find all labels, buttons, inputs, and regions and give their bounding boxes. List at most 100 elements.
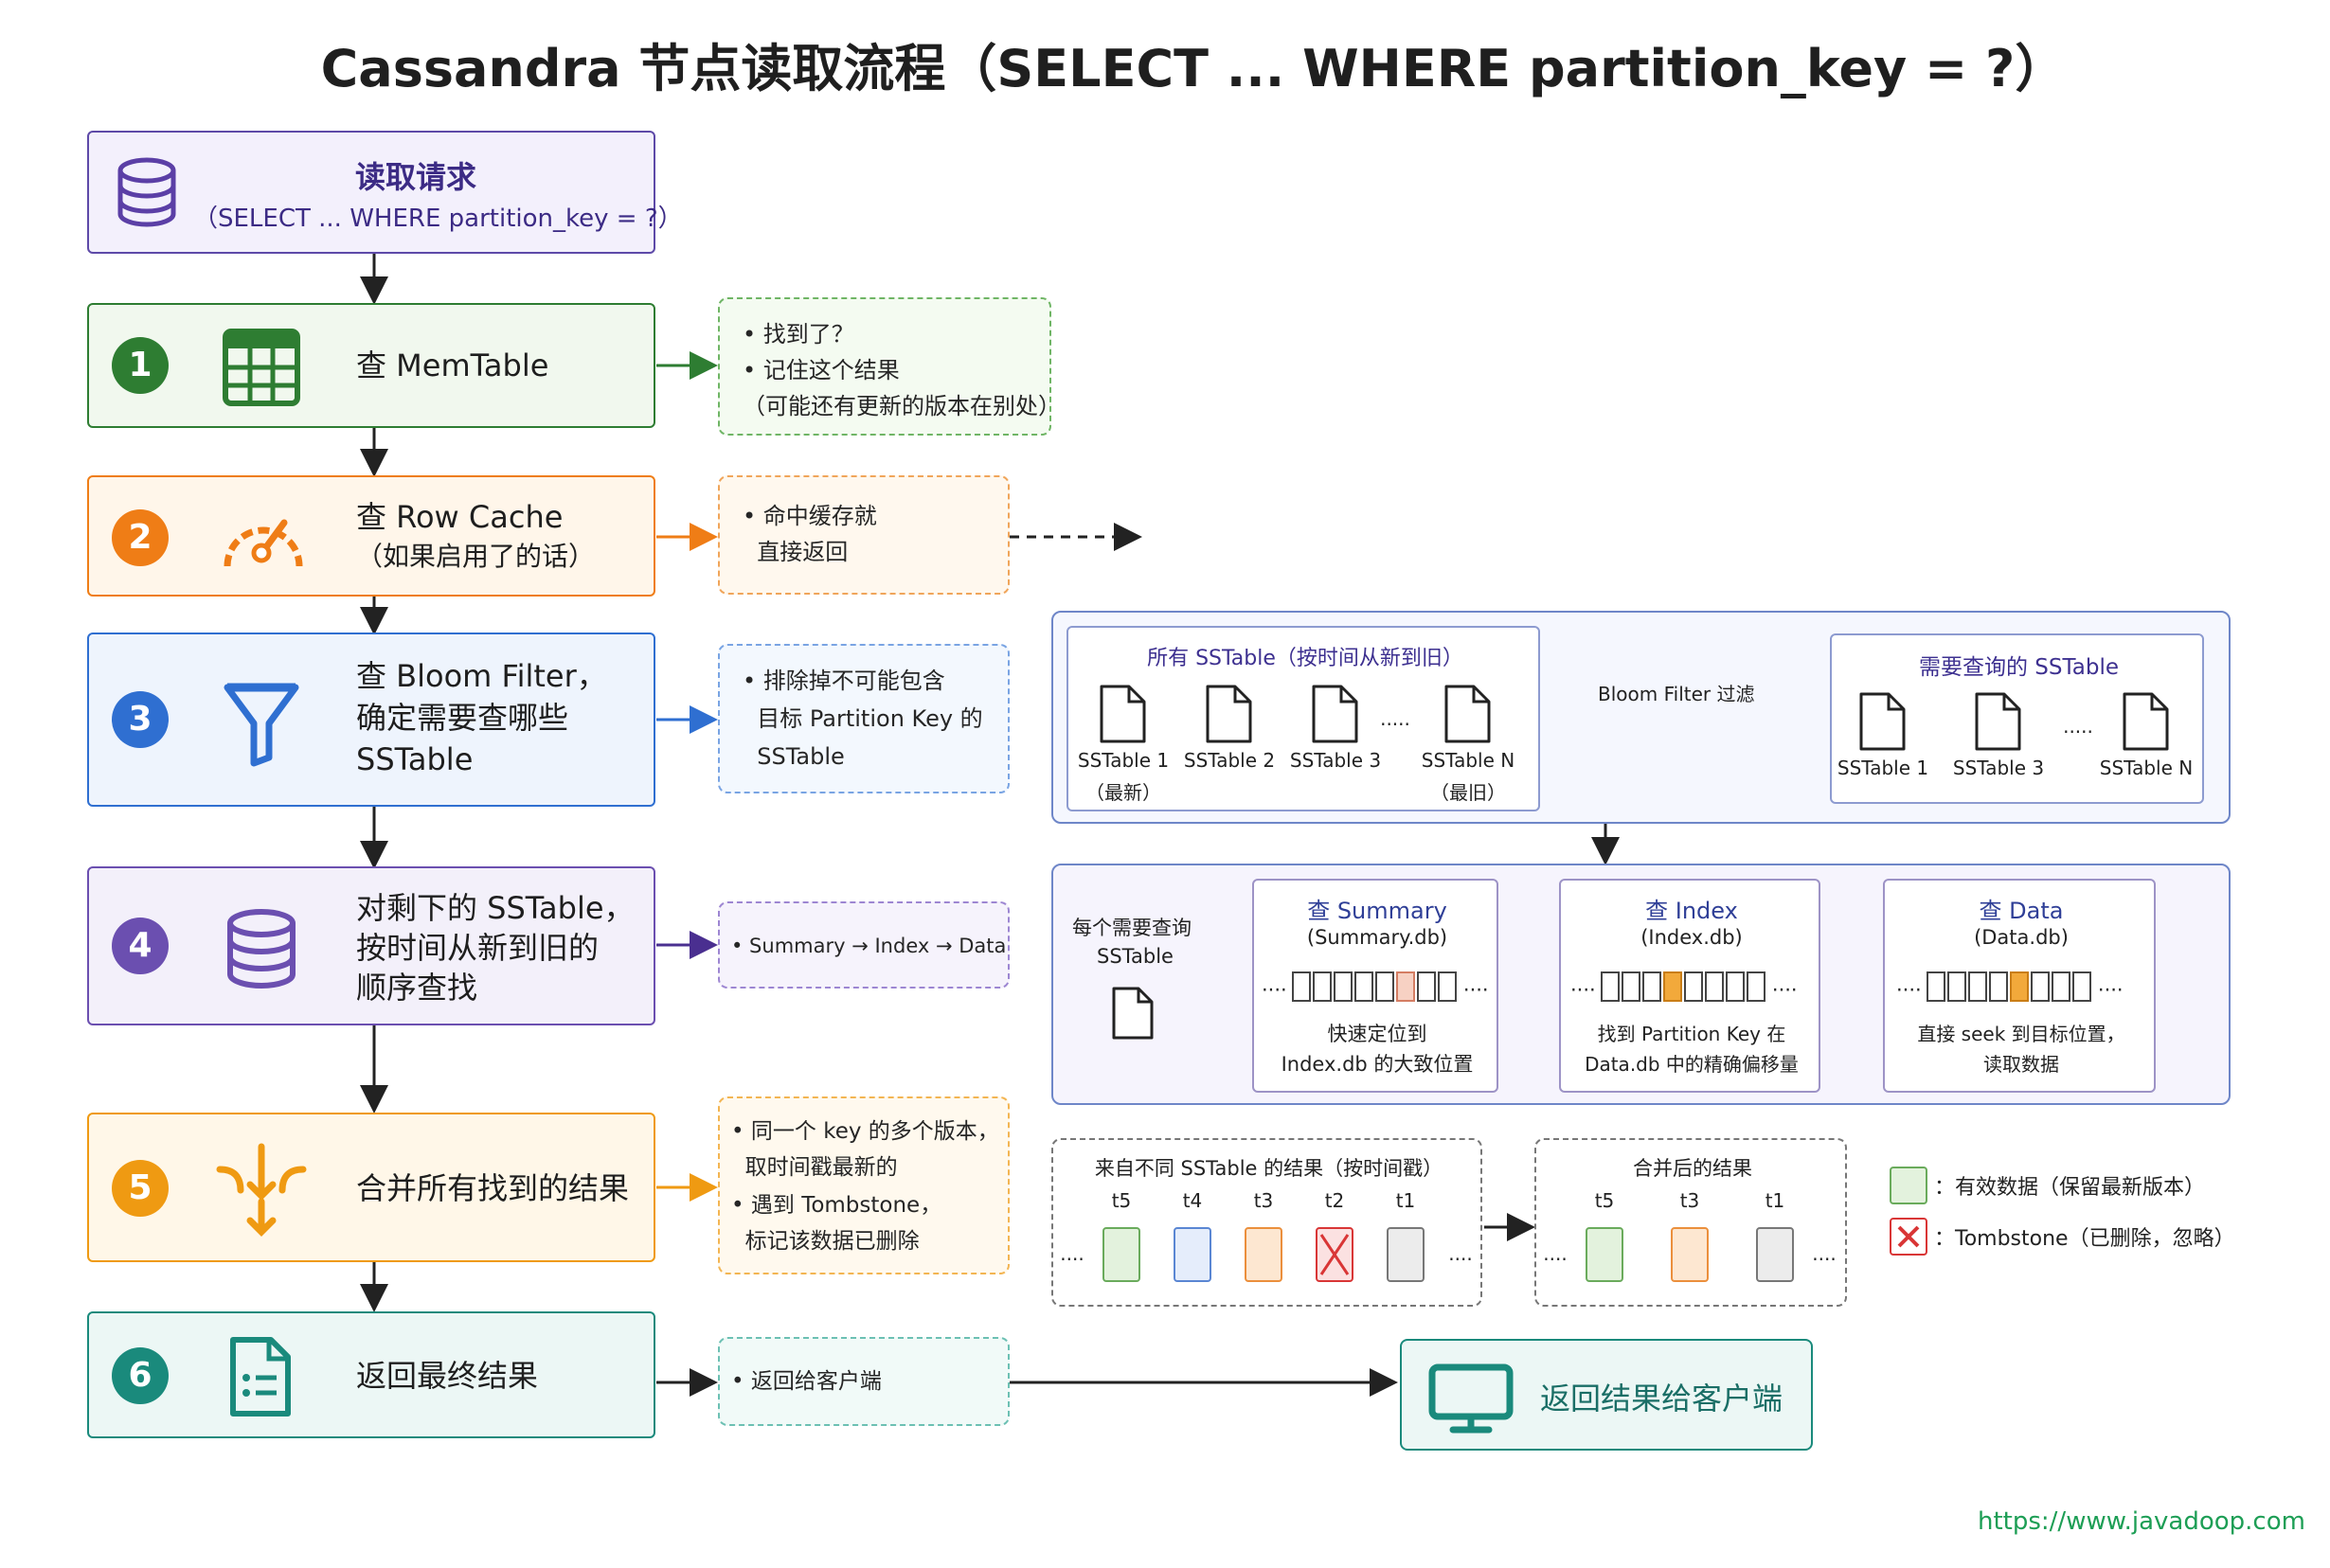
legend-tombstone-swatch — [1890, 1218, 1927, 1256]
step-4-label-line1: 对剩下的 SSTable， — [356, 890, 635, 926]
client-result-label: 返回结果给客户端 — [1540, 1381, 1783, 1417]
merge-icon — [216, 1143, 307, 1237]
bloom-filter-label: Bloom Filter 过滤 — [1598, 683, 1755, 705]
result-cell — [1245, 1227, 1282, 1282]
summary-file: (Summary.db) — [1306, 926, 1448, 949]
timestamp-label: t2 — [1324, 1189, 1345, 1212]
index-file: (Index.db) — [1640, 926, 1743, 949]
ellipsis: ..... — [2063, 715, 2093, 738]
note-line: • 排除掉不可能包含 — [743, 668, 945, 694]
monitor-icon — [1428, 1363, 1514, 1434]
timestamp-label: t5 — [1111, 1189, 1132, 1212]
each-sstable-label: SSTable — [1097, 945, 1174, 968]
summary-blocks: .... .... — [1262, 971, 1489, 1002]
summary-stage: 查 Summary (Summary.db) .... .... 快速定位到 I… — [1252, 879, 1498, 1093]
step-4-label-line2: 按时间从新到旧的 — [356, 930, 600, 966]
sstable-label: SSTable 1 — [1077, 749, 1170, 772]
summary-desc: 快速定位到 — [1327, 1023, 1427, 1045]
all-sstables-title: 所有 SSTable（按时间从新到旧） — [1147, 647, 1463, 670]
step-number-badge: 2 — [112, 509, 169, 566]
index-title: 查 Index — [1645, 898, 1738, 924]
timestamp-label: t4 — [1182, 1189, 1203, 1212]
note-bloom-filter: • 排除掉不可能包含 目标 Partition Key 的 SSTable — [718, 644, 1010, 793]
note-return: • 返回给客户端 — [718, 1337, 1010, 1426]
step-2-sublabel: （如果启用了的话） — [356, 541, 596, 572]
step-3-bloom-filter: 3 查 Bloom Filter， 确定需要查哪些 SSTable — [87, 633, 655, 807]
funnel-icon — [224, 683, 299, 767]
step-number-badge: 1 — [112, 337, 169, 394]
step-3-label-line3: SSTable — [356, 741, 474, 777]
read-request-box: 读取请求 （SELECT ... WHERE partition_key = ?… — [87, 131, 683, 254]
data-desc: 直接 seek 到目标位置， — [1917, 1023, 2125, 1045]
ellipsis: .... — [1448, 1242, 1473, 1265]
sstable-label: SSTable 1 — [1837, 757, 1929, 779]
result-cell — [1102, 1227, 1140, 1282]
request-subtitle: （SELECT ... WHERE partition_key = ?） — [193, 205, 683, 233]
sstable-label: SSTable 3 — [1952, 757, 2045, 779]
timestamp-label: t3 — [1253, 1189, 1274, 1212]
note-line: • 命中缓存就 — [743, 503, 877, 529]
request-title: 读取请求 — [354, 159, 476, 195]
note-merge: • 同一个 key 的多个版本， 取时间戳最新的 • 遇到 Tombstone，… — [718, 1096, 1010, 1274]
step-5-label: 合并所有找到的结果 — [356, 1170, 630, 1206]
data-desc: 读取数据 — [1983, 1053, 2059, 1076]
file-icon — [1206, 685, 1252, 743]
sstable-label: SSTable N — [2099, 757, 2194, 779]
close-icon — [1319, 1234, 1350, 1275]
client-result-box: 返回结果给客户端 — [1400, 1339, 1813, 1451]
page-title: Cassandra 节点读取流程（SELECT ... WHERE partit… — [320, 39, 2067, 98]
step-6-return: 6 返回最终结果 — [87, 1311, 655, 1438]
step-2-label: 查 Row Cache — [356, 499, 564, 535]
step-number-badge: 6 — [112, 1347, 169, 1404]
summary-title: 查 Summary — [1307, 898, 1447, 924]
legend-tombstone-label: ：Tombstone（已删除，忽略） — [1934, 1227, 2235, 1251]
file-icon — [1444, 685, 1491, 743]
merge-output-title: 合并后的结果 — [1633, 1157, 1752, 1180]
timestamp-label: t1 — [1765, 1189, 1785, 1212]
merge-input-title: 来自不同 SSTable 的结果（按时间戳） — [1094, 1157, 1443, 1180]
result-cell — [1671, 1227, 1709, 1282]
summary-desc: Index.db 的大致位置 — [1281, 1053, 1474, 1076]
note-line: • 记住这个结果 — [743, 357, 900, 383]
sstable-oldest-tag: （最旧） — [1430, 781, 1506, 804]
file-icon — [1100, 685, 1146, 743]
ellipsis: ..... — [1380, 707, 1410, 730]
file-icon — [1112, 987, 1154, 1040]
file-icon — [2123, 692, 2169, 751]
sstable-newest-tag: （最新） — [1085, 781, 1161, 804]
ellipsis: .... — [1060, 1242, 1084, 1265]
index-desc: 找到 Partition Key 在 — [1597, 1023, 1786, 1045]
index-blocks: .... .... — [1570, 971, 1798, 1002]
source-url[interactable]: https://www.javadoop.com — [1978, 1507, 2305, 1536]
result-cell — [1756, 1227, 1794, 1282]
note-lookup-order: • Summary → Index → Data — [718, 901, 1010, 989]
timestamp-label: t5 — [1594, 1189, 1615, 1212]
legend-valid-label: ：有效数据（保留最新版本） — [1934, 1176, 2206, 1200]
note-line: • 遇到 Tombstone， — [731, 1193, 942, 1218]
timestamp-label: t1 — [1395, 1189, 1416, 1212]
step-6-label: 返回最终结果 — [356, 1358, 539, 1394]
step-number-badge: 4 — [112, 918, 169, 974]
step-number-badge: 3 — [112, 691, 169, 748]
result-cell — [1387, 1227, 1425, 1282]
note-line: • 找到了？ — [743, 321, 854, 347]
data-file: (Data.db) — [1974, 926, 2069, 949]
note-line: 标记该数据已删除 — [731, 1229, 920, 1254]
index-desc: Data.db 中的精确偏移量 — [1585, 1053, 1799, 1076]
note-line: • 同一个 key 的多个版本， — [731, 1119, 999, 1144]
database-icon — [227, 909, 296, 989]
each-sstable-label: 每个需要查询 — [1072, 917, 1192, 939]
needed-sstables-title: 需要查询的 SSTable — [1919, 655, 2119, 680]
step-number-badge: 5 — [112, 1160, 169, 1217]
note-memtable: • 找到了？ • 记住这个结果 （可能还有更新的版本在别处） — [718, 297, 1061, 436]
database-icon — [117, 157, 176, 227]
note-line: （可能还有更新的版本在别处） — [743, 393, 1061, 419]
note-line: 取时间戳最新的 — [731, 1155, 898, 1180]
sstable-label: SSTable N — [1421, 749, 1515, 772]
index-stage: 查 Index (Index.db) .... .... 找到 Partitio… — [1559, 879, 1820, 1093]
table-grid-icon — [223, 329, 300, 406]
data-blocks: .... .... — [1896, 971, 2124, 1002]
note-row-cache: • 命中缓存就 直接返回 — [718, 475, 1010, 595]
